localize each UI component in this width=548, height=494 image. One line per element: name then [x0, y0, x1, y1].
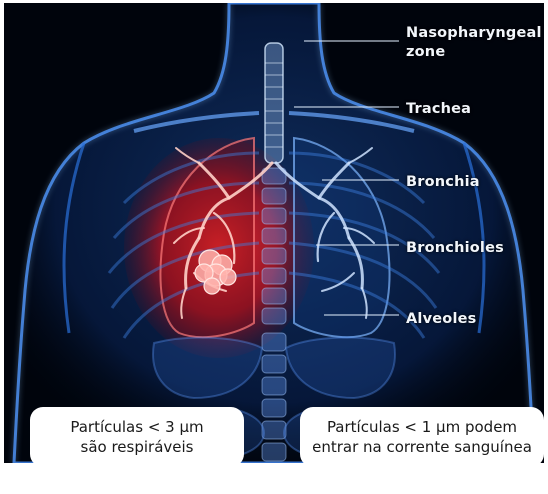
- callout-bloodstream-particles: Partículas < 1 µm podem entrar na corren…: [300, 407, 544, 467]
- label-bronchia: Bronchia: [406, 173, 480, 192]
- label-nasopharyngeal-line2: zone: [406, 43, 536, 62]
- trachea: [265, 43, 283, 163]
- label-bronchioles: Bronchioles: [406, 239, 504, 258]
- callout-right-line1: Partículas < 1 µm podem: [327, 417, 517, 437]
- label-trachea: Trachea: [406, 100, 471, 119]
- respiratory-system-illustration: [4, 3, 544, 463]
- callout-left-line2: são respiráveis: [81, 437, 194, 457]
- callout-left-line1: Partículas < 3 µm: [70, 417, 203, 437]
- label-alveoles: Alveoles: [406, 310, 476, 329]
- spine: [262, 168, 286, 461]
- callout-respirable-particles: Partículas < 3 µm são respiráveis: [30, 407, 244, 467]
- anatomy-illustration: Nasopharyngeal zone Trachea Bronchia Bro…: [4, 3, 544, 463]
- callout-right-line2: entrar na corrente sanguínea: [312, 437, 532, 457]
- label-nasopharyngeal-zone: Nasopharyngeal zone: [406, 24, 536, 62]
- label-nasopharyngeal-line1: Nasopharyngeal: [406, 24, 536, 43]
